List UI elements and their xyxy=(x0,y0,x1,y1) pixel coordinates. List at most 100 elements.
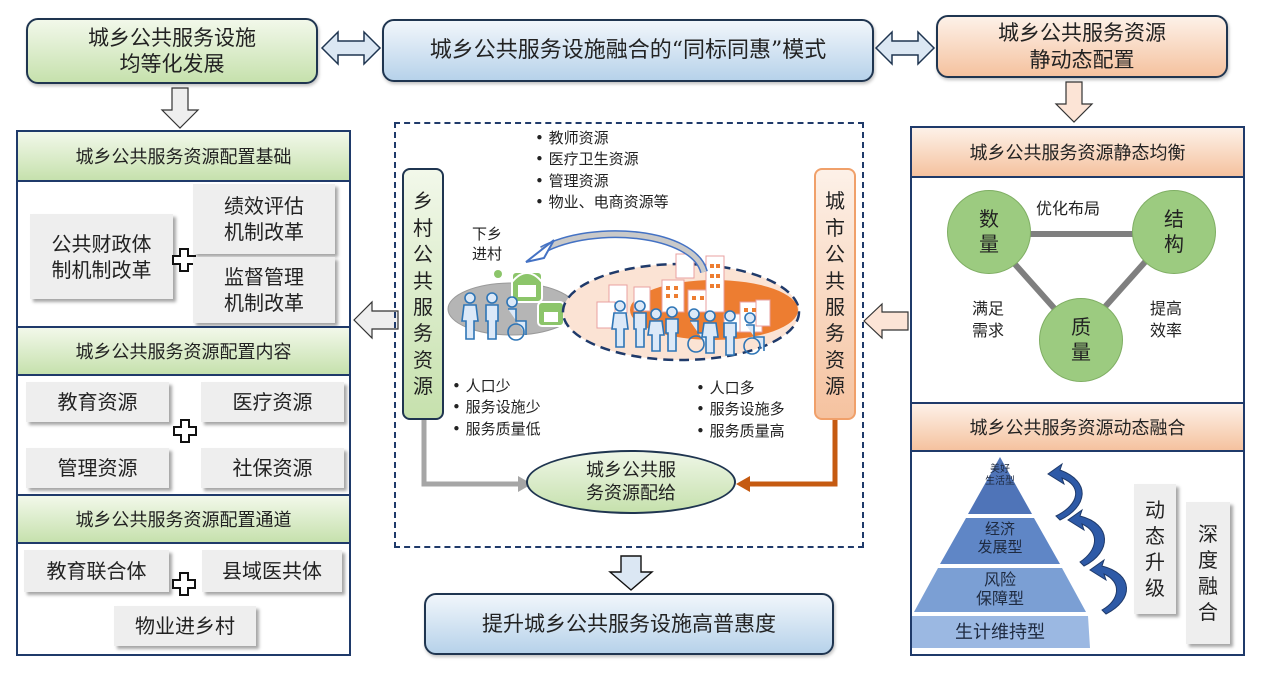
node-char: 量 xyxy=(1071,340,1091,364)
flow-label-line: 下乡 xyxy=(472,225,503,243)
rural-resource-label: 乡 村 公 共 服 务 资 源 xyxy=(402,168,444,420)
edge-label-line: 需求 xyxy=(972,320,1005,340)
tag-char: 度 xyxy=(1198,548,1218,572)
double-arrow-icon xyxy=(320,30,382,66)
allocation-line: 务资源配给 xyxy=(586,483,676,504)
resource-item: 物业、电商资源等 xyxy=(535,192,669,213)
tag-char: 级 xyxy=(1145,576,1165,600)
item-line: 教育联合体 xyxy=(46,559,147,583)
node-char: 构 xyxy=(1164,232,1184,256)
tag-deep-integration: 深 度 融 合 xyxy=(1186,502,1230,644)
edge-label-line: 提高 xyxy=(1150,299,1183,318)
section-title: 城乡公共服务资源配置通道 xyxy=(75,510,292,531)
rural-traits-list: 人口少 服务设施少 服务质量低 xyxy=(452,376,541,440)
label-char: 共 xyxy=(825,268,845,293)
label-char: 城 xyxy=(825,189,845,214)
section-title: 城乡公共服务资源配置内容 xyxy=(75,342,292,363)
center-illustration xyxy=(421,230,838,492)
resource-item: 管理资源 xyxy=(535,171,669,192)
item-social-security: 社保资源 xyxy=(201,448,344,488)
edge-label-optimize-layout: 优化布局 xyxy=(1036,198,1100,220)
label-char: 资 xyxy=(825,347,845,372)
pyramid-tier-3 xyxy=(914,568,1086,612)
pyramid xyxy=(912,457,1127,648)
barn-icon xyxy=(537,301,565,327)
pyramid-line: 保障型 xyxy=(975,589,1024,609)
edge-label-meet-demand: 满足 需求 xyxy=(972,298,1004,341)
item-line: 机制改革 xyxy=(224,220,304,244)
label-char: 务 xyxy=(413,321,433,346)
node-char: 量 xyxy=(979,232,999,256)
pyramid-label-economic: 经济 发展型 xyxy=(970,520,1030,556)
item-line: 管理资源 xyxy=(57,456,138,480)
urban-flow-arrowhead xyxy=(736,476,750,492)
right-panel: 城乡公共服务资源静态均衡 数 量 结 构 质 量 优化布局 满足 需求 提高 效… xyxy=(910,126,1245,656)
flow-label-line: 进村 xyxy=(472,245,503,264)
node-char: 质 xyxy=(1071,315,1091,339)
urban-flow-line xyxy=(746,420,838,487)
allocation-ellipse: 城乡公共服 务资源配给 xyxy=(526,450,736,514)
tag-char: 动 xyxy=(1145,498,1165,522)
down-arrow-icon xyxy=(160,87,200,129)
trait-item: 服务质量低 xyxy=(452,419,541,440)
urban-resource-label: 城 市 公 共 服 务 资 源 xyxy=(814,168,856,420)
section-header-content: 城乡公共服务资源配置内容 xyxy=(18,326,349,376)
resource-item: 教师资源 xyxy=(535,128,669,149)
tag-dynamic-upgrade: 动 态 升 级 xyxy=(1134,484,1176,614)
item-line: 县域医共体 xyxy=(222,559,322,583)
edge-label-line: 效率 xyxy=(1150,320,1183,340)
pyramid-line: 美好 xyxy=(990,464,1010,475)
tag-char: 合 xyxy=(1198,600,1218,624)
urban-people-icon xyxy=(611,300,765,356)
trait-item: 人口少 xyxy=(452,376,541,397)
upgrade-arrows-icon xyxy=(1047,462,1127,615)
item-education: 教育资源 xyxy=(26,382,169,422)
item-performance-reform: 绩效评估 机制改革 xyxy=(193,184,335,254)
center-dashed-frame xyxy=(394,122,864,548)
double-arrow-icon xyxy=(874,30,936,66)
city-buildings-icon xyxy=(596,253,771,333)
item-management: 管理资源 xyxy=(26,448,169,488)
down-arrow-icon xyxy=(608,555,654,591)
node-char: 结 xyxy=(1164,207,1184,231)
node-quality: 质 量 xyxy=(1039,298,1123,382)
pyramid-line: 发展型 xyxy=(977,538,1023,556)
pyramid-label-risk: 风险 保障型 xyxy=(964,570,1036,608)
label-char: 乡 xyxy=(413,189,433,214)
plus-icon xyxy=(172,572,196,596)
edge-label-improve-efficiency: 提高 效率 xyxy=(1150,298,1182,341)
item-line: 制机制改革 xyxy=(51,257,152,282)
label-char: 市 xyxy=(825,215,845,240)
tag-char: 融 xyxy=(1198,574,1218,598)
item-line: 监督管理 xyxy=(224,265,304,289)
section-header-static: 城乡公共服务资源静态均衡 xyxy=(912,128,1243,178)
pyramid-line: 生活型 xyxy=(985,476,1015,487)
pyramid-label-livelihood: 生计维持型 xyxy=(932,622,1068,644)
trait-item: 人口多 xyxy=(696,378,785,399)
label-char: 村 xyxy=(413,215,433,240)
label-char: 务 xyxy=(825,321,845,346)
label-char: 服 xyxy=(413,295,433,319)
top-right-line-2: 静动态配置 xyxy=(1029,47,1135,72)
left-panel: 城乡公共服务资源配置基础 公共财政体 制机制改革 绩效评估 机制改革 监督管理 … xyxy=(16,130,351,656)
item-education-alliance: 教育联合体 xyxy=(24,550,169,592)
trait-item: 服务设施多 xyxy=(696,399,785,420)
resource-list: 教师资源 医疗卫生资源 管理资源 物业、电商资源等 xyxy=(535,128,669,213)
section-header-channel: 城乡公共服务资源配置通道 xyxy=(18,494,349,544)
section-title: 城乡公共服务资源动态融合 xyxy=(969,418,1186,439)
resource-item: 医疗卫生资源 xyxy=(535,149,669,170)
top-left-box: 城乡公共服务设施 均等化发展 xyxy=(26,18,318,84)
label-char: 公 xyxy=(413,242,433,267)
node-quantity: 数 量 xyxy=(947,190,1031,274)
plus-icon xyxy=(172,248,196,272)
rural-flow-line xyxy=(421,420,522,487)
section-title: 城乡公共服务资源静态均衡 xyxy=(969,143,1186,164)
section-header-foundation: 城乡公共服务资源配置基础 xyxy=(18,132,349,182)
trait-item: 服务质量高 xyxy=(696,421,785,442)
item-line: 物业进乡村 xyxy=(135,614,235,638)
left-arrow-icon xyxy=(353,300,399,340)
top-center-text: 城乡公共服务设施融合的“同标同惠”模式 xyxy=(429,37,827,63)
top-left-line-1: 城乡公共服务设施 xyxy=(88,25,256,50)
pyramid-tier-top xyxy=(968,457,1032,514)
tag-char: 升 xyxy=(1145,550,1165,574)
